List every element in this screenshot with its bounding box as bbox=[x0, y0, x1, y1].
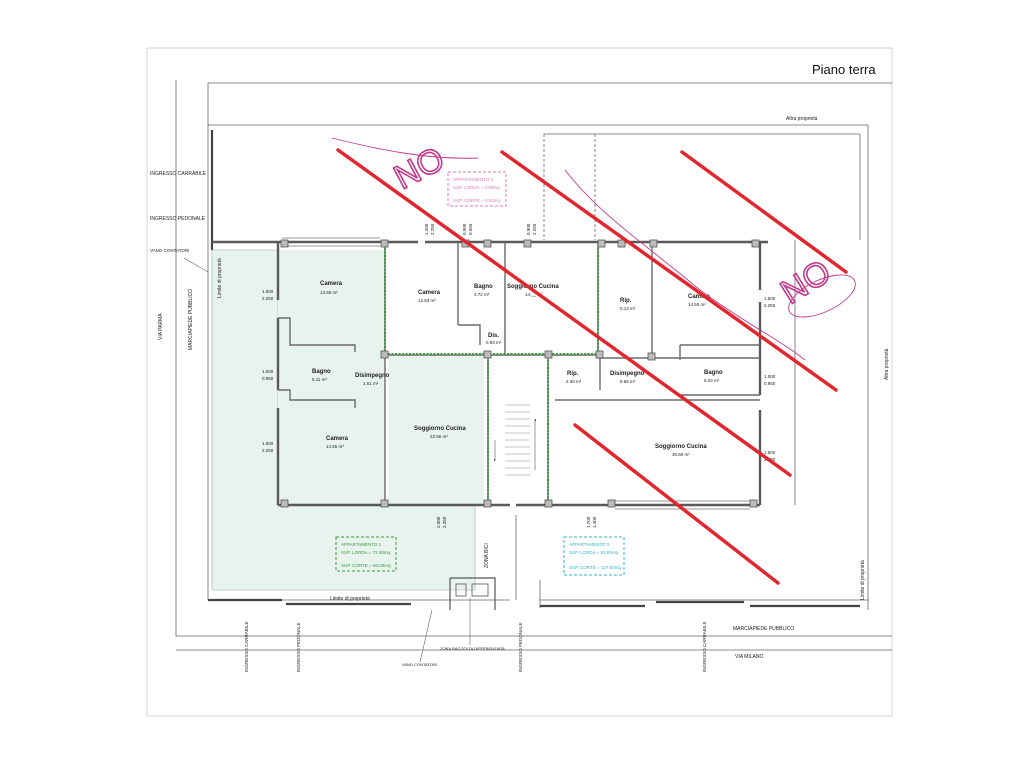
label-limite-bottom: Limite di proprietà bbox=[330, 596, 370, 602]
room-name: Bagno bbox=[704, 370, 723, 376]
room-area: 12.63 m² bbox=[418, 298, 436, 303]
room-area: 13.56 m² bbox=[320, 290, 338, 295]
room-area: 2.30 m² bbox=[566, 379, 582, 384]
label-limite-left: Limite di proprietà bbox=[217, 258, 223, 298]
dimension: 1.000 bbox=[262, 369, 274, 374]
dimension: 2.250 bbox=[430, 223, 435, 235]
dimension: 1.500 bbox=[262, 289, 274, 294]
room-name: Rip. bbox=[567, 371, 579, 377]
room-area: 5.11 m² bbox=[312, 377, 327, 382]
room-name: Soggiorno Cucina bbox=[655, 444, 707, 450]
room-name: Camera bbox=[320, 281, 343, 287]
dimension: 0.900 bbox=[526, 223, 531, 235]
handwritten-marks bbox=[331, 137, 856, 361]
apartment-2-title: APPARTAMENTO 2 bbox=[453, 177, 494, 182]
room-name: Soggiorno Cucina bbox=[414, 426, 466, 432]
room-area: 22.56 m² bbox=[430, 434, 448, 439]
label-ingresso-carrabile: INGRESSO CARRABILE bbox=[244, 621, 249, 672]
dimension: 2.250 bbox=[442, 516, 447, 528]
room-area: 14.55 m² bbox=[688, 302, 706, 307]
apartment-3-corte: SUP. CORTE = 127.00mq bbox=[569, 565, 621, 570]
dimension: 2.250 bbox=[764, 303, 776, 308]
dimension: 0.950 bbox=[262, 376, 274, 381]
room-name: Dis. bbox=[488, 333, 499, 339]
dimension: 2.250 bbox=[262, 296, 274, 301]
room-name: Bagno bbox=[474, 284, 493, 290]
label-marciapiede-left: MARCIAPIEDE PUBBLICO bbox=[188, 289, 194, 350]
label-zona-raccolta: ZONA RACCOLTA DIFFERENZIATA bbox=[440, 646, 505, 651]
label-altra-proprieta-top: Altra proprietà bbox=[786, 116, 818, 122]
room-name: Camera bbox=[418, 290, 441, 296]
room-area: 30.69 m² bbox=[672, 452, 690, 457]
apartment-1-title: APPARTAMENTO 1 bbox=[341, 542, 382, 547]
label-marciapiede-bottom: MARCIAPIEDE PUBBLICO bbox=[733, 626, 794, 632]
room-name: Camera bbox=[688, 294, 711, 300]
room-area: 0.93 m² bbox=[486, 340, 502, 345]
label-zona-bici: ZONA BICI bbox=[484, 543, 490, 568]
room-area: 14.__ m² bbox=[525, 292, 543, 297]
room-name: Disimpegno bbox=[355, 373, 390, 379]
apartment-1-corte: SUP. CORTE = 60.00mq bbox=[341, 563, 391, 568]
room-area: 14.55 m² bbox=[326, 444, 344, 449]
soggiorno-1-fill bbox=[388, 356, 484, 505]
meter-and-waste-area bbox=[449, 577, 496, 610]
apartment-3-lorda: SUP. LORDA = 83.00mq bbox=[569, 550, 619, 555]
dimension: 0.950 bbox=[764, 381, 776, 386]
courtyard-apartment-1-inner bbox=[278, 250, 385, 505]
room-area: 4.72 m² bbox=[474, 292, 490, 297]
label-via-parma: VIA PARMA bbox=[158, 313, 164, 340]
dimension: 1.200 bbox=[424, 223, 429, 235]
label-vano-contatori: VANO CONTATORI bbox=[150, 248, 189, 253]
label-ingresso-pedonale: INGRESSO PEDONALE bbox=[150, 216, 206, 222]
boundary-walls bbox=[208, 130, 860, 608]
label-via-milano: VIA MILANO bbox=[735, 654, 763, 660]
staircase bbox=[494, 404, 536, 476]
room-name: Disimpegno bbox=[610, 371, 645, 377]
label-limite-right: Limite di proprietà bbox=[860, 560, 866, 600]
dimension: 2.250 bbox=[262, 448, 274, 453]
site-boundaries bbox=[175, 80, 892, 651]
label-ingresso-pedonale: INGRESSO PEDONALE bbox=[518, 622, 523, 672]
dimension: 0.900 bbox=[462, 223, 467, 235]
room-name: Soggiorno Cucina bbox=[507, 284, 559, 290]
room-name: Rip. bbox=[620, 298, 632, 304]
page-title: Piano terra bbox=[812, 62, 876, 77]
dimension: 0.950 bbox=[468, 223, 473, 235]
apartment-3-title: APPARTAMENTO 3 bbox=[569, 542, 610, 547]
label-ingresso-carrabile: INGRESSO CARRABILE bbox=[150, 171, 207, 177]
building-walls bbox=[212, 240, 768, 507]
label-altra-proprieta-right: Altra proprietà bbox=[884, 348, 890, 380]
room-area: 1.51 m² bbox=[363, 381, 379, 386]
leader-lines bbox=[183, 257, 471, 663]
label-ingresso-pedonale: INGRESSO PEDONALE bbox=[296, 622, 301, 672]
structural-columns bbox=[280, 239, 760, 508]
room-area: 0.13 m² bbox=[620, 306, 636, 311]
dimension: 2.250 bbox=[532, 223, 537, 235]
red-strike-lines bbox=[336, 148, 848, 585]
dimension: 1.500 bbox=[262, 441, 274, 446]
dimension: 1.700 bbox=[586, 516, 591, 528]
dimension: 1.000 bbox=[764, 374, 776, 379]
apartment-3-box bbox=[563, 536, 625, 576]
apartment-1-box bbox=[335, 536, 397, 572]
apartment-2-corte: SUP. CORTE = 0.00mq bbox=[453, 198, 500, 203]
room-area: 6.03 m² bbox=[704, 378, 720, 383]
room-name: Bagno bbox=[312, 369, 331, 375]
room-name: Camera bbox=[326, 436, 349, 442]
dimension: 2.000 bbox=[436, 516, 441, 528]
dimension: 1.400 bbox=[592, 516, 597, 528]
label-vano-contatori-bottom: VANO CONTATORI bbox=[402, 662, 437, 667]
apartment-2-box bbox=[447, 171, 507, 207]
apartment-1-lorda: SUP. LORDA = 72.00mq bbox=[341, 550, 391, 555]
label-ingresso-carrabile: INGRESSO CARRABILE bbox=[702, 621, 707, 672]
dimension: 1.500 bbox=[764, 296, 776, 301]
apartment-2-lorda: SUP. LORDA = 0.00mq bbox=[453, 185, 500, 190]
dimension: 1.500 bbox=[764, 450, 776, 455]
room-area: 5.68 m² bbox=[620, 379, 636, 384]
